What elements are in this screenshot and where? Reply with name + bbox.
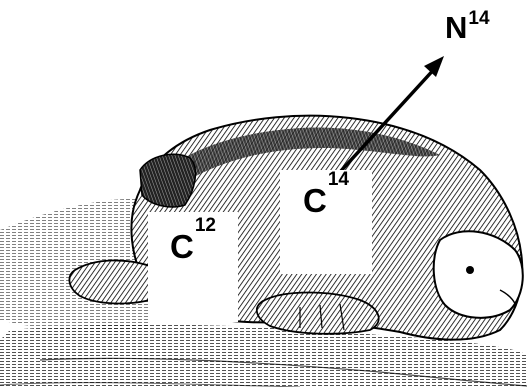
animal-tail xyxy=(140,154,195,207)
label-n14-base: N xyxy=(445,10,467,45)
animal-paw-left xyxy=(69,260,150,303)
label-n14-superscript: 14 xyxy=(468,8,489,29)
label-c12-superscript: 12 xyxy=(195,216,216,235)
animal-eye xyxy=(466,266,474,274)
decay-arrow-head xyxy=(424,56,444,77)
label-c14-base: C xyxy=(303,184,327,217)
label-c14-superscript: 14 xyxy=(328,170,349,189)
animal-head xyxy=(434,231,523,318)
label-n14: N14 xyxy=(445,12,490,43)
label-c12-base: C xyxy=(170,230,194,263)
